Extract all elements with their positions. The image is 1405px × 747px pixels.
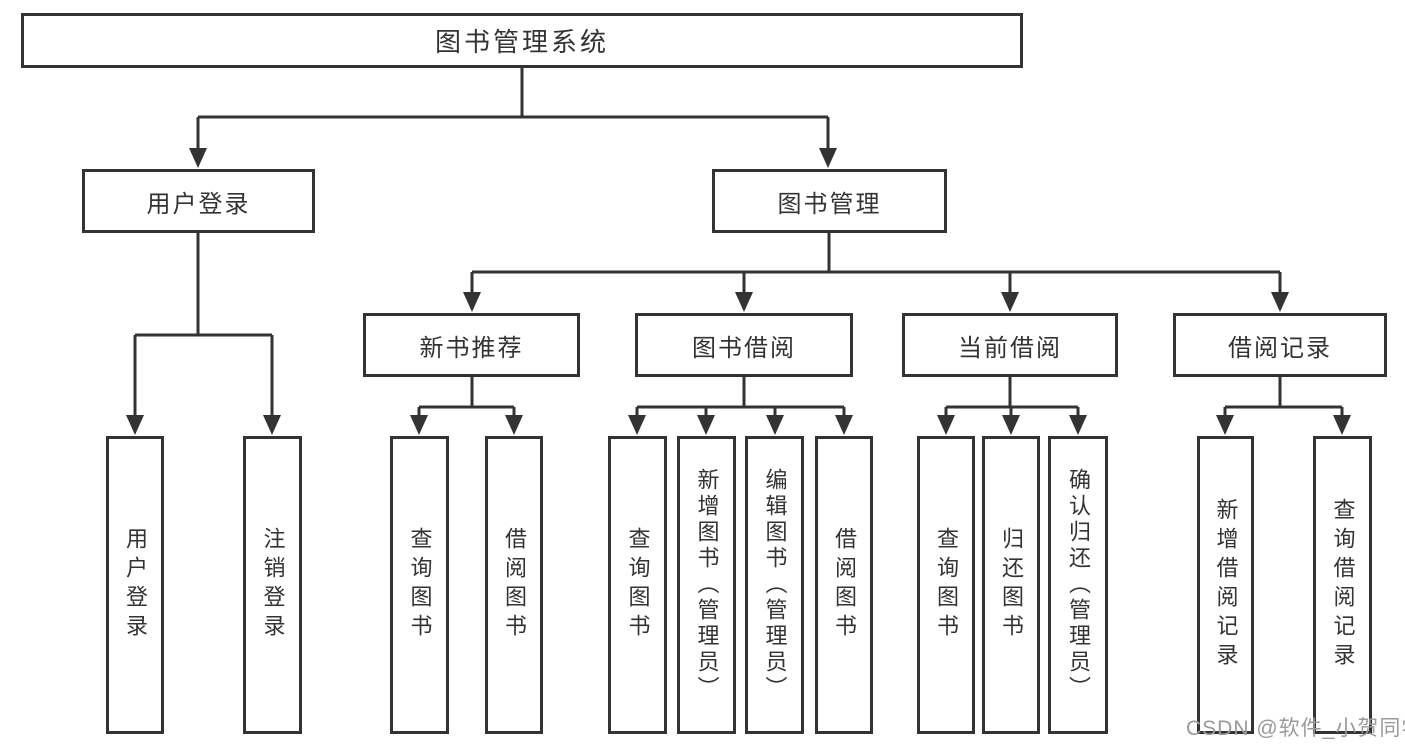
leaf-label: 用户登录 bbox=[123, 527, 148, 643]
leaf-label: 确认归还（管理员） bbox=[1066, 468, 1091, 702]
arrowhead bbox=[835, 415, 853, 435]
leaf-confirm-return-admin: 确认归还（管理员） bbox=[1048, 436, 1108, 734]
node-borrow-records: 借阅记录 bbox=[1173, 313, 1387, 377]
edge-new-book-to-leaves bbox=[417, 377, 516, 418]
arrowhead bbox=[937, 415, 955, 435]
node-book-borrowing: 图书借阅 bbox=[635, 313, 853, 377]
arrowhead bbox=[628, 415, 646, 435]
leaf-label: 编辑图书（管理员） bbox=[762, 468, 788, 702]
leaf-label: 注销登录 bbox=[260, 527, 286, 643]
arrowhead bbox=[463, 292, 481, 312]
arrowhead bbox=[410, 415, 428, 435]
node-user-login-label: 用户登录 bbox=[146, 190, 251, 218]
leaf-query-books-recommend: 查询图书 bbox=[390, 436, 449, 734]
leaf-logout: 注销登录 bbox=[243, 436, 302, 734]
node-book-management-label: 图书管理 bbox=[777, 190, 882, 218]
leaf-borrow-books: 借阅图书 bbox=[815, 436, 873, 734]
arrowhead bbox=[735, 292, 753, 312]
arrowhead bbox=[1001, 292, 1019, 312]
leaf-label: 借阅图书 bbox=[502, 527, 527, 643]
node-borrow-records-label: 借阅记录 bbox=[1228, 334, 1332, 362]
edge-current-borrow-to-leaves bbox=[944, 377, 1080, 418]
node-book-management: 图书管理 bbox=[712, 169, 947, 233]
node-root-label: 图书管理系统 bbox=[434, 27, 609, 57]
arrowhead bbox=[1271, 292, 1289, 312]
edge-borrow-records-to-leaves bbox=[1223, 377, 1344, 418]
node-current-borrowing: 当前借阅 bbox=[902, 313, 1118, 377]
arrowhead bbox=[1002, 415, 1020, 435]
leaf-add-borrow-record: 新增借阅记录 bbox=[1197, 436, 1254, 734]
edge-book-management-to-level3 bbox=[470, 233, 1282, 295]
node-book-borrowing-label: 图书借阅 bbox=[692, 334, 796, 362]
leaf-label: 查询借阅记录 bbox=[1330, 498, 1356, 672]
node-current-borrowing-label: 当前借阅 bbox=[958, 334, 1062, 362]
leaf-label: 查询图书 bbox=[407, 527, 433, 643]
edge-user-login-to-leaves bbox=[133, 233, 274, 418]
arrowhead bbox=[1069, 415, 1087, 435]
node-root: 图书管理系统 bbox=[21, 13, 1023, 68]
leaf-label: 新增图书（管理员） bbox=[694, 468, 720, 702]
leaf-label: 借阅图书 bbox=[832, 527, 857, 643]
leaf-add-books-admin: 新增图书（管理员） bbox=[677, 436, 736, 734]
leaf-label: 查询图书 bbox=[934, 527, 959, 643]
node-user-login: 用户登录 bbox=[82, 169, 315, 233]
arrowhead bbox=[697, 415, 715, 435]
arrowhead bbox=[1333, 415, 1351, 435]
arrowhead bbox=[189, 148, 207, 168]
arrowhead bbox=[766, 415, 784, 435]
leaf-return-books: 归还图书 bbox=[982, 436, 1040, 734]
arrowhead bbox=[819, 148, 837, 168]
leaf-query-books-current: 查询图书 bbox=[917, 436, 975, 734]
leaf-label: 归还图书 bbox=[999, 527, 1024, 643]
leaf-query-books-borrow: 查询图书 bbox=[608, 436, 667, 734]
leaf-label: 新增借阅记录 bbox=[1213, 498, 1239, 672]
leaf-query-borrow-record: 查询借阅记录 bbox=[1313, 436, 1372, 734]
arrowhead bbox=[126, 415, 144, 435]
edge-root-to-level2 bbox=[196, 68, 830, 152]
arrowhead bbox=[1216, 415, 1234, 435]
csdn-watermark: CSDN @软件_小贺同学 bbox=[1186, 717, 1405, 740]
arrowhead bbox=[263, 415, 281, 435]
leaf-label: 查询图书 bbox=[625, 527, 651, 643]
node-new-book-recommend-label: 新书推荐 bbox=[419, 334, 524, 362]
leaf-borrow-books-recommend: 借阅图书 bbox=[485, 436, 543, 734]
edge-book-borrow-to-leaves bbox=[635, 377, 846, 418]
node-new-book-recommend: 新书推荐 bbox=[363, 313, 580, 377]
leaf-edit-books-admin: 编辑图书（管理员） bbox=[745, 436, 804, 734]
leaf-user-login: 用户登录 bbox=[106, 436, 164, 734]
arrowhead bbox=[505, 415, 523, 435]
